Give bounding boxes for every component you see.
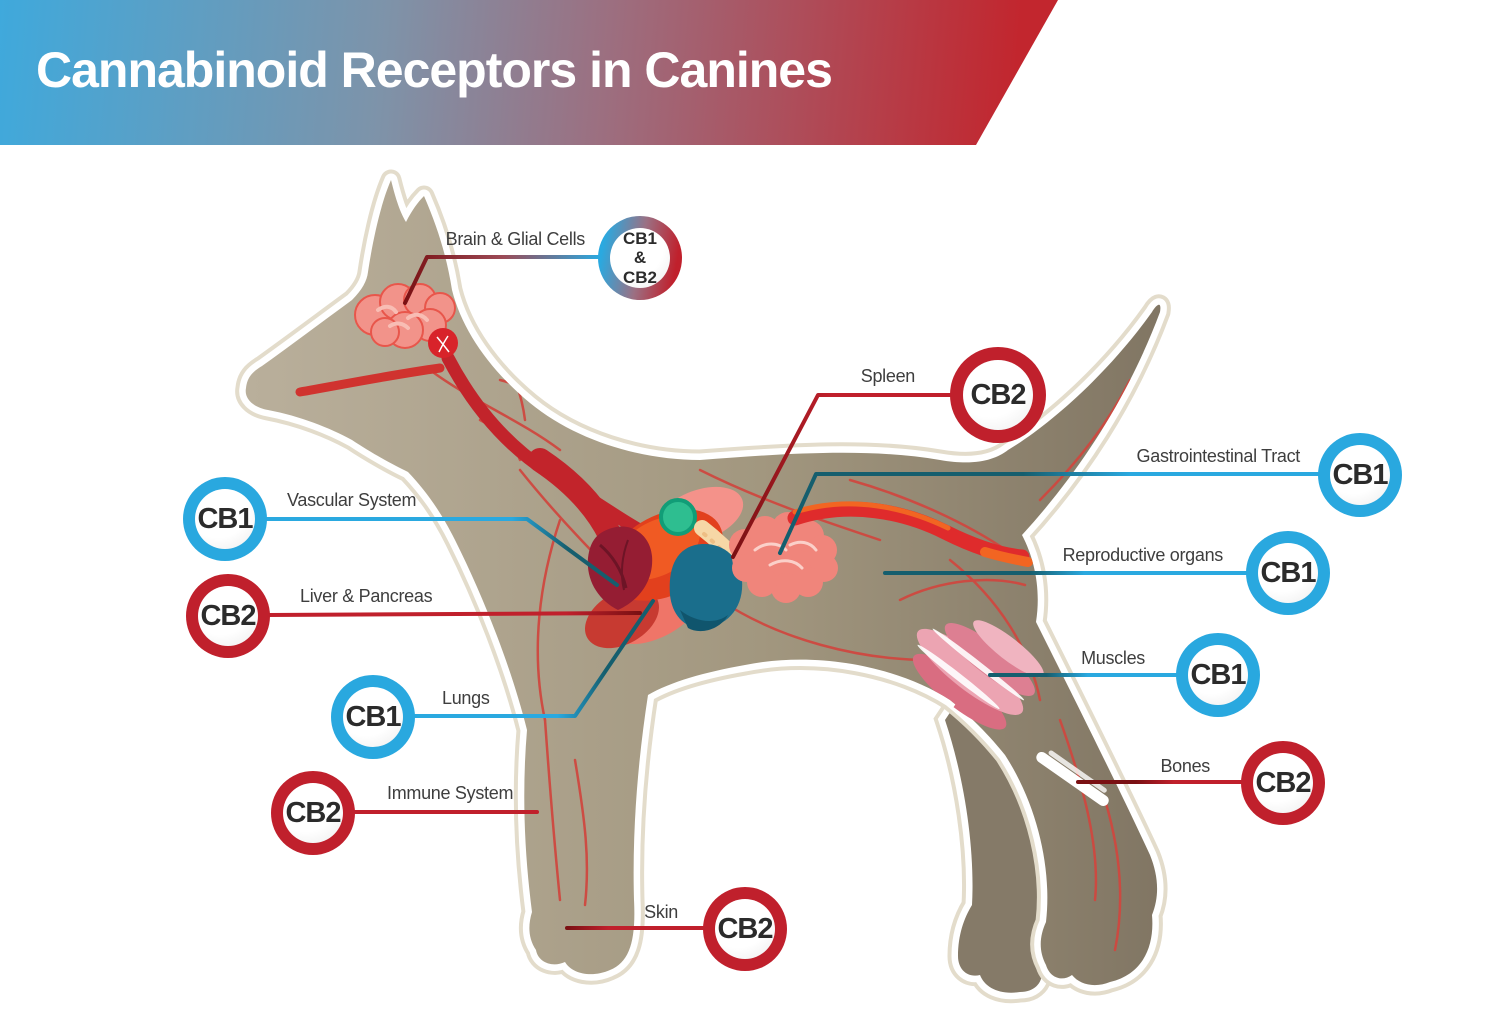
leader-line-brain [403, 255, 603, 305]
label-immune-system: Immune System [387, 783, 514, 803]
label-reproductive-organs: Reproductive organs [1062, 545, 1224, 565]
label-gastrointestinal: Gastrointestinal Tract [1136, 446, 1301, 466]
label-bones: Bones [1160, 756, 1210, 776]
label-lungs: Lungs [442, 688, 490, 708]
label-spleen: Spleen [860, 366, 916, 386]
main-artery [295, 351, 672, 552]
badge-lungs-cb1: CB1 [331, 675, 415, 759]
label-muscles: Muscles [1081, 648, 1145, 668]
page-title: Cannabinoid Receptors in Canines [36, 42, 833, 98]
leader-line-gastro [778, 472, 1322, 555]
leader-lines [264, 255, 1322, 930]
blood-vessels [428, 298, 1132, 952]
leader-line-lungs [412, 599, 655, 718]
badge-skin-cb2: CB2 [703, 887, 787, 971]
badge-immune-cb2: CB2 [271, 771, 355, 855]
organ-intestines [729, 512, 838, 603]
label-skin: Skin [644, 902, 678, 922]
badge-muscles-cb1: CB1 [1176, 633, 1260, 717]
badge-spleen-cb2: CB2 [950, 347, 1046, 443]
badge-vascular-cb1: CB1 [183, 477, 267, 561]
leader-line-vascular [264, 517, 619, 587]
badge-liver-cb2: CB2 [186, 574, 270, 658]
badge-brain-cb1-cb2: CB1 & CB2 [598, 216, 682, 300]
organ-brain [354, 283, 458, 358]
organ-stomach [659, 498, 697, 536]
organ-heart [587, 526, 653, 610]
label-brain-glial-cells: Brain & Glial Cells [445, 229, 586, 249]
label-liver-pancreas: Liver & Pancreas [300, 586, 433, 606]
badge-bones-cb2: CB2 [1241, 741, 1325, 825]
label-vascular-system: Vascular System [287, 490, 417, 510]
organ-colon [787, 501, 1033, 567]
header-banner: Cannabinoid Receptors in Canines [0, 0, 1058, 145]
organ-muscles [912, 620, 1044, 730]
badge-gastro-cb1: CB1 [1318, 433, 1402, 517]
leader-line-liver [266, 611, 642, 617]
leader-line-spleen [731, 393, 955, 559]
organ-kidney [669, 544, 743, 632]
badge-reproductive-cb1: CB1 [1246, 531, 1330, 615]
